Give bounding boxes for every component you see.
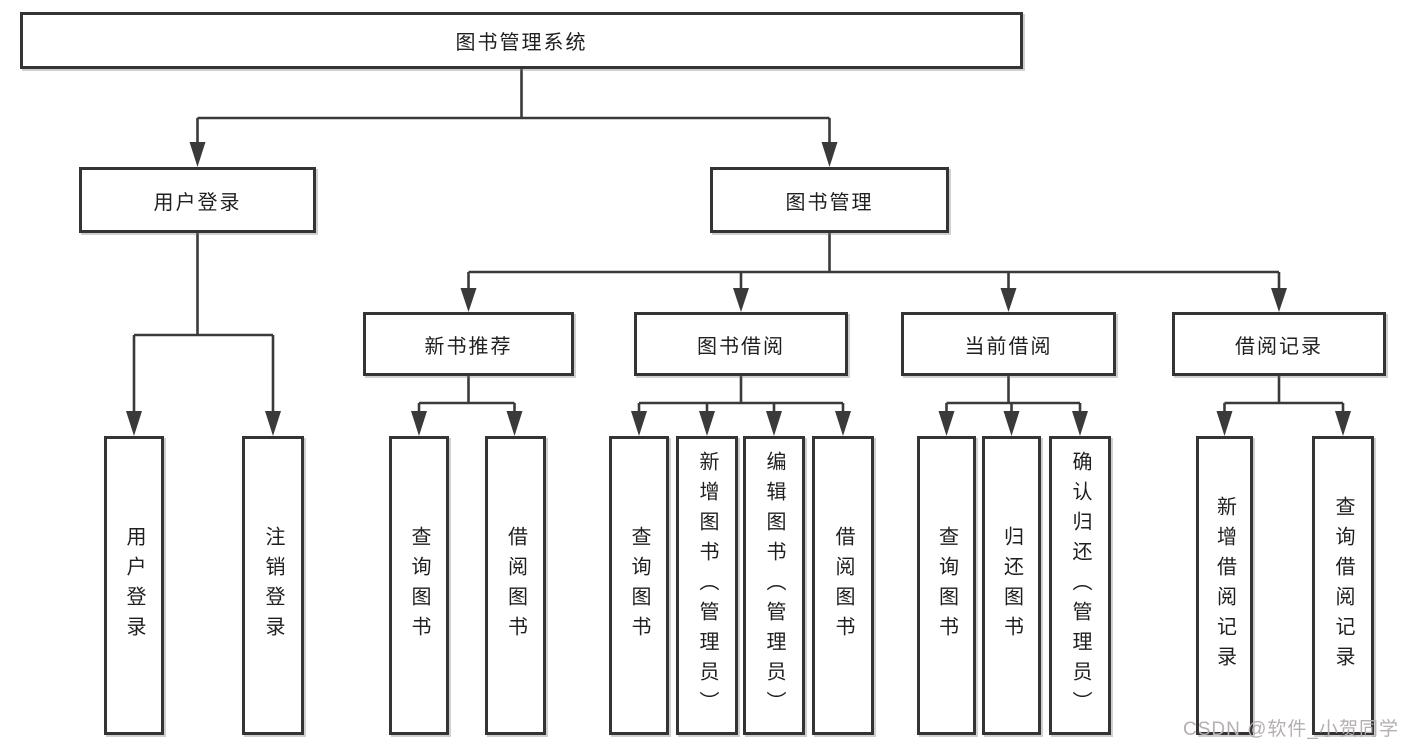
node-label: 当前借阅 xyxy=(964,335,1053,358)
leaf-query-books-borrow: 查询图书 xyxy=(609,436,669,735)
csdn-watermark: CSDN @软件_小贺同学 xyxy=(1183,719,1399,740)
leaf-label: 编辑图书（管理员） xyxy=(763,450,785,721)
leaf-label: 新增借阅记录 xyxy=(1213,495,1236,676)
leaf-label: 查询图书 xyxy=(408,525,430,646)
leaf-query-books-recommend: 查询图书 xyxy=(389,436,449,735)
leaf-label: 查询图书 xyxy=(935,525,958,646)
leaf-query-borrow-record: 查询借阅记录 xyxy=(1312,436,1374,735)
node-label: 用户登录 xyxy=(153,191,242,214)
leaf-label: 借阅图书 xyxy=(832,525,854,646)
leaf-edit-book-admin: 编辑图书（管理员） xyxy=(743,436,805,735)
node-book-management: 图书管理 xyxy=(710,167,949,233)
node-label: 借阅记录 xyxy=(1235,335,1323,358)
node-label: 新书推荐 xyxy=(424,335,513,358)
node-library-management-system: 图书管理系统 xyxy=(20,12,1023,69)
node-borrow-records: 借阅记录 xyxy=(1172,312,1386,376)
leaf-logout: 注销登录 xyxy=(242,436,304,735)
leaf-add-book-admin: 新增图书（管理员） xyxy=(676,436,738,735)
leaf-label: 借阅图书 xyxy=(504,525,527,646)
leaf-user-login: 用户登录 xyxy=(104,436,164,735)
leaf-return-books: 归还图书 xyxy=(982,436,1041,735)
leaf-borrow-books: 借阅图书 xyxy=(812,436,874,735)
leaf-label: 注销登录 xyxy=(262,525,284,646)
node-new-book-recommend: 新书推荐 xyxy=(363,312,574,376)
node-user-login: 用户登录 xyxy=(79,167,316,233)
leaf-add-borrow-record: 新增借阅记录 xyxy=(1196,436,1253,735)
leaf-label: 新增图书（管理员） xyxy=(696,450,718,721)
node-label: 图书管理 xyxy=(785,191,874,214)
leaf-label: 确认归还（管理员） xyxy=(1069,450,1091,721)
leaf-query-books-current: 查询图书 xyxy=(917,436,976,735)
node-label: 图书管理系统 xyxy=(455,32,588,54)
leaf-label: 查询图书 xyxy=(628,525,650,646)
leaf-borrow-books-recommend: 借阅图书 xyxy=(485,436,546,735)
node-label: 图书借阅 xyxy=(697,335,785,358)
node-book-borrow: 图书借阅 xyxy=(634,312,848,376)
leaf-label: 用户登录 xyxy=(123,525,145,646)
node-current-borrow: 当前借阅 xyxy=(901,312,1116,376)
leaf-confirm-return-admin: 确认归还（管理员） xyxy=(1049,436,1111,735)
leaf-label: 归还图书 xyxy=(1000,525,1023,646)
leaf-label: 查询借阅记录 xyxy=(1332,495,1354,676)
